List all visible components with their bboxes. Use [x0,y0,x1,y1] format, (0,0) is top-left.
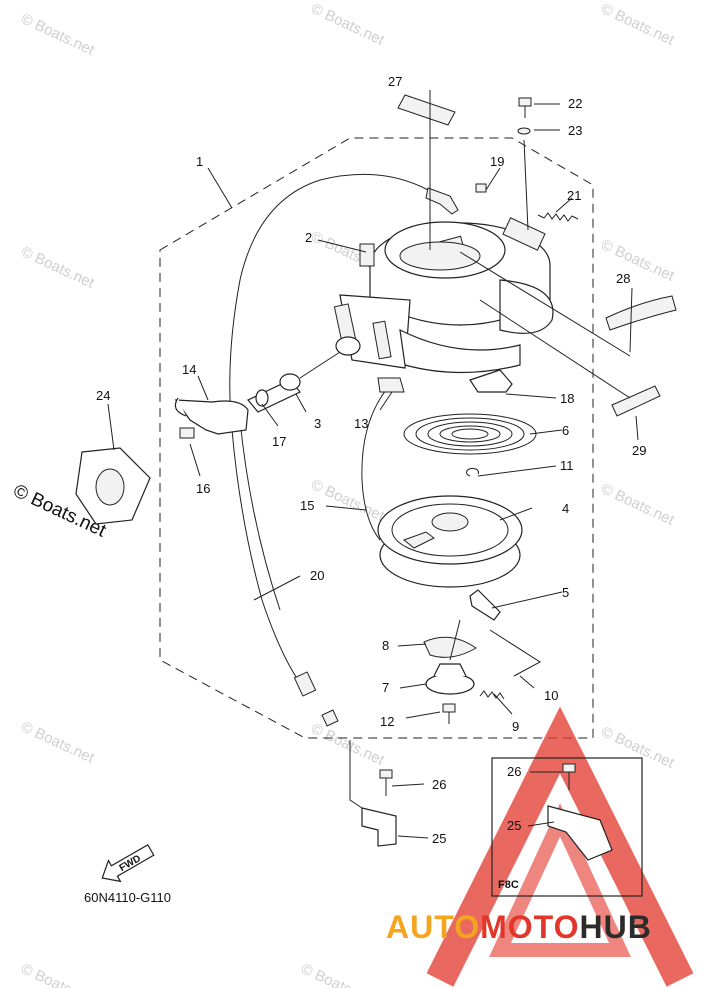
assembly-outline [159,137,594,739]
callout-1: 1 [196,154,203,169]
clip-19 [475,183,487,193]
cable-end-1 [425,187,459,215]
drive-plate-7 [425,663,475,695]
inset-bracket [547,805,613,861]
watermark: © Boats.net [598,480,677,529]
watermark: © Boats.net [598,0,677,49]
starter-cable [229,173,429,691]
hose-15 [361,384,391,541]
inset-callout-26: 26 [507,764,521,779]
watermark: © Boats.net [308,476,387,525]
watermark: © Boats.net [18,10,97,59]
reel-4 [377,495,523,588]
callout-18: 18 [560,391,574,406]
callout-24: 24 [96,388,110,403]
watermark: © Boats.net [598,723,677,772]
rubber-block-24 [75,447,151,525]
diagram-code: 60N4110-G110 [84,890,171,905]
fitting-13 [377,377,405,393]
watermark: © Boats.net [308,0,387,49]
callout-3: 3 [314,416,321,431]
brand-triangle-logo [426,706,694,987]
callout-9: 9 [512,719,519,734]
callout-5: 5 [562,585,569,600]
callout-27: 27 [388,74,402,89]
cable-guide-17-3 [247,336,361,413]
brand-part-auto: AUTO [386,909,480,945]
label-decal [397,94,456,126]
brand-wordmark: AUTOMOTOHUB [386,909,652,945]
callout-12: 12 [380,714,394,729]
decal-29 [611,385,661,417]
bracket-25 [361,807,397,847]
callout-6: 6 [562,423,569,438]
inset-f8c: 26 25 F8C [491,757,643,897]
watermark: © Boats.net [298,960,377,988]
watermark: © Boats.net [18,960,97,988]
callout-4: 4 [562,501,569,516]
pawl-18 [469,369,513,393]
callout-22: 22 [568,96,582,111]
callout-15: 15 [300,498,314,513]
watermark: © Boats.net [18,243,97,292]
pawl-5 [469,589,501,621]
callout-20: 20 [310,568,324,583]
friction-plate-8 [423,636,477,658]
callout-28: 28 [616,271,630,286]
callout-29: 29 [632,443,646,458]
decal-28 [605,295,677,331]
spring-9 [479,690,505,700]
inset-callout-25: 25 [507,818,521,833]
callout-26: 26 [432,777,446,792]
cable-connector-20 [293,671,339,727]
bolt-22 [517,97,532,135]
callout-numbers: 1 2 3 4 5 6 7 8 9 10 11 12 13 14 15 16 1… [96,74,646,846]
callout-13: 13 [354,416,368,431]
callout-10: 10 [544,688,558,703]
watermark: © Boats.net [18,718,97,767]
svg-text:AUTOMOTOHUB: AUTOMOTOHUB [386,909,652,945]
callout-17: 17 [272,434,286,449]
callout-16: 16 [196,481,210,496]
spring-21 [537,212,579,222]
callout-23: 23 [568,123,582,138]
bracket-14 [174,397,249,439]
callout-8: 8 [382,638,389,653]
circlip-11 [466,467,479,477]
inset-label: F8C [498,879,519,891]
callout-14: 14 [182,362,196,377]
leader-lines [107,90,639,839]
callout-2: 2 [305,230,312,245]
bolt-12 [442,703,456,724]
watermark: © Boats.net [308,720,387,769]
watermark: © Boats.net [598,236,677,285]
callout-21: 21 [567,188,581,203]
callout-25: 25 [432,831,446,846]
inset-bolt-icon [562,763,576,790]
fwd-arrow: FWD [101,843,155,883]
brand-part-moto: MOTO [480,909,579,945]
callout-11: 11 [560,458,574,473]
callout-7: 7 [382,680,389,695]
bolt-26 [379,769,393,796]
starter-housing [333,217,554,374]
spring-10 [489,629,541,677]
brand-part-hub: HUB [579,909,651,945]
svg-text:FWD: FWD [118,853,143,874]
callout-19: 19 [490,154,504,169]
spiral-spring-6 [403,413,537,455]
